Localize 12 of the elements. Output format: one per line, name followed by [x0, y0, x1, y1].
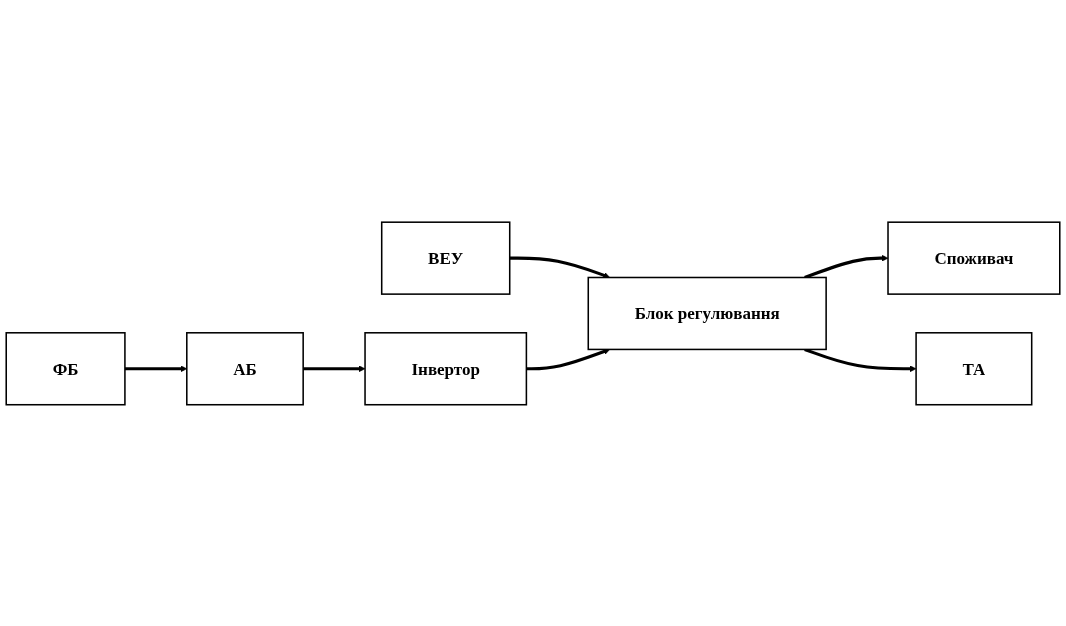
node-box: Інвертор [364, 331, 528, 406]
node-box: ФБ [5, 331, 126, 406]
arrow [509, 256, 611, 279]
node-box: ТА [915, 331, 1033, 406]
node-box: Споживач [887, 220, 1061, 295]
node-box: ВЕУ [380, 220, 511, 295]
arrow [804, 254, 889, 279]
node-box: Блок регулювання [587, 276, 827, 350]
arrow [303, 364, 366, 372]
arrow [804, 347, 917, 372]
node-box: АБ [186, 331, 304, 406]
arrow [526, 347, 611, 370]
